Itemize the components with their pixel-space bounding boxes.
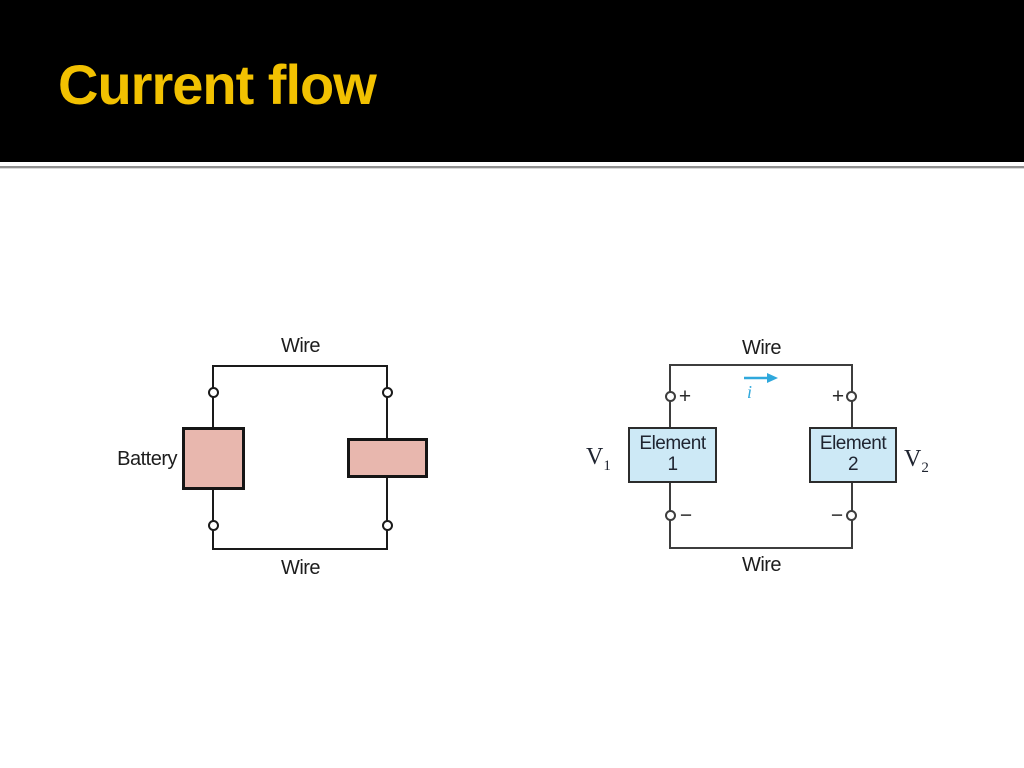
voltage-2-label: V2: [904, 446, 929, 477]
slide-header: Current flow: [0, 0, 1024, 162]
battery-circuit-bottom-wire-label: Wire: [280, 557, 321, 579]
minus-sign: −: [679, 504, 693, 527]
voltage-1-sub: 1: [603, 458, 611, 474]
terminal-icon: [846, 510, 857, 521]
plus-sign: +: [831, 385, 845, 408]
minus-sign: −: [830, 504, 844, 527]
current-arrow-icon: [744, 373, 778, 383]
slide-title: Current flow: [58, 53, 377, 116]
terminal-icon: [665, 391, 676, 402]
element-1-box: Element 1: [628, 427, 717, 483]
element-1-number: 1: [667, 454, 678, 475]
load-element-box: [347, 438, 428, 478]
element-2-name: Element: [819, 433, 887, 455]
header-divider: [0, 166, 1024, 169]
element-1-name: Element: [639, 433, 706, 455]
terminal-icon: [208, 387, 219, 398]
battery-label: Battery: [117, 448, 177, 470]
element-circuit-bottom-wire: [670, 547, 853, 549]
element-2-box: Element 2: [809, 427, 897, 483]
header-gap: [0, 162, 1024, 166]
terminal-icon: [665, 510, 676, 521]
element-circuit-top-wire: [670, 364, 853, 366]
current-label: i: [747, 382, 753, 402]
terminal-icon: [382, 520, 393, 531]
voltage-1-label: V1: [586, 444, 611, 475]
plus-sign: +: [678, 385, 692, 408]
voltage-2-sub: 2: [921, 460, 929, 476]
battery-circuit-top-wire-label: Wire: [280, 335, 321, 357]
voltage-1-base: V: [586, 444, 604, 470]
terminal-icon: [846, 391, 857, 402]
battery-element-box: [182, 427, 245, 490]
voltage-2-base: V: [904, 446, 922, 472]
terminal-icon: [208, 520, 219, 531]
battery-circuit-top-wire: [213, 365, 388, 367]
battery-circuit-bottom-wire: [213, 548, 388, 550]
element-circuit-bottom-wire-label: Wire: [741, 554, 782, 576]
terminal-icon: [382, 387, 393, 398]
element-circuit-top-wire-label: Wire: [741, 337, 782, 359]
element-2-number: 2: [847, 454, 859, 475]
